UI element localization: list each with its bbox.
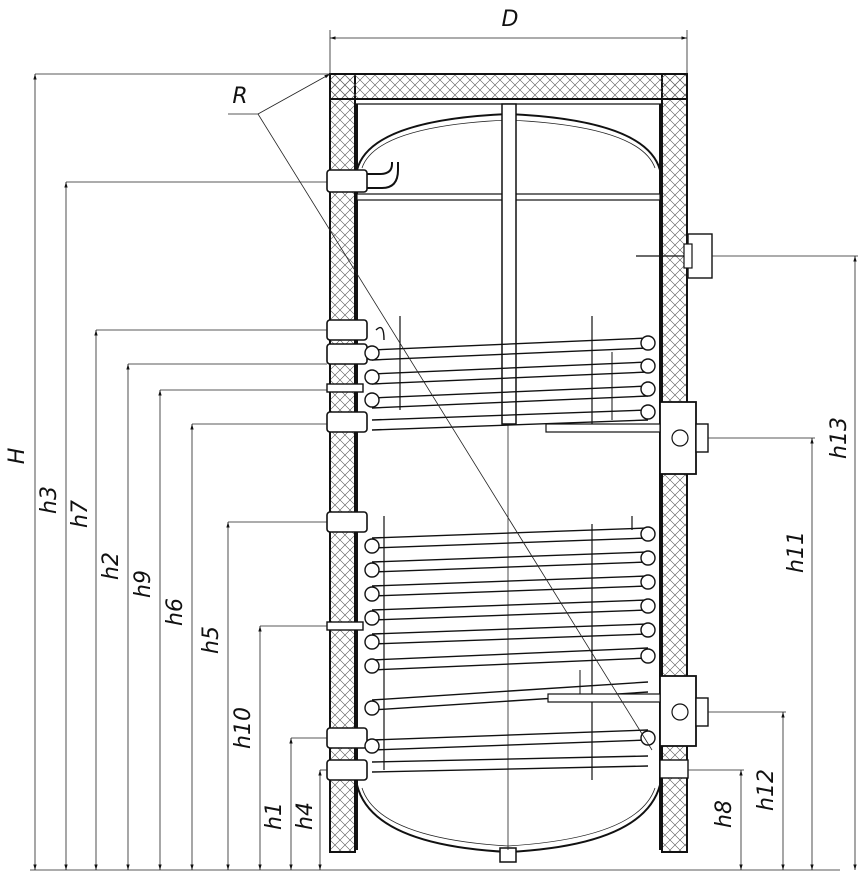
top-insulation (329, 73, 688, 100)
upper-heater-flange (659, 401, 697, 475)
label-h12: h12 (754, 769, 779, 811)
label-h13: h13 (827, 417, 852, 459)
label-h1: h1 (262, 802, 287, 830)
anode-rod (501, 103, 517, 425)
label-D: D (502, 7, 519, 32)
label-h10: h10 (231, 707, 256, 749)
label-h6: h6 (163, 598, 188, 626)
label-h4: h4 (293, 802, 318, 830)
label-h5: h5 (199, 626, 224, 654)
label-R: R (232, 84, 247, 109)
label-h7: h7 (68, 500, 93, 528)
label-h9: h9 (131, 570, 156, 598)
lower-heat-exchanger-coil (364, 516, 656, 780)
label-h8: h8 (712, 800, 737, 828)
right-fittings (545, 233, 713, 779)
upper-heat-exchanger-coil (364, 316, 656, 431)
dimension-labels: D R H h3 h7 h2 h9 h6 h5 h10 h1 h4 h8 h12… (5, 7, 852, 830)
label-h3: h3 (37, 486, 62, 514)
bottom-dome (356, 784, 661, 854)
left-insulation-wall (329, 73, 356, 853)
label-H: H (5, 448, 30, 465)
label-h11: h11 (784, 531, 809, 573)
dimension-lines (30, 30, 858, 871)
label-h2: h2 (99, 552, 124, 580)
drain-fitting (499, 847, 517, 863)
